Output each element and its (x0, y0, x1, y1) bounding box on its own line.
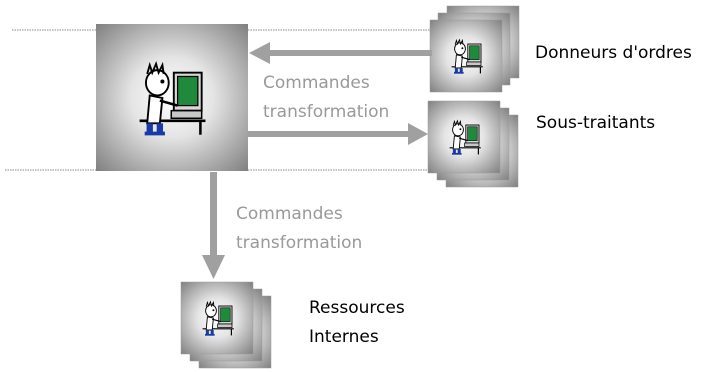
stack-card-front (427, 100, 501, 174)
ressources-label-line1: Ressources (309, 298, 405, 318)
divider-lines (5, 29, 432, 171)
stack-card-front (180, 281, 254, 355)
stack-card-front (429, 19, 503, 93)
command-label-top-line1: Commandes (263, 73, 370, 93)
ressources-label-line2: Internes (309, 327, 379, 347)
sous-traitants-node (427, 100, 519, 188)
main-node-box (96, 24, 248, 171)
donneurs-label: Donneurs d'ordres (535, 43, 692, 63)
arrow-to-ressources (202, 172, 225, 279)
command-label-bottom-line2: transformation (236, 233, 363, 253)
sous-traitants-label: Sous-traitants (536, 113, 656, 133)
donneurs-node (429, 5, 520, 93)
command-label-top-line2: transformation (263, 102, 390, 122)
arrow-from-donneurs (249, 42, 432, 64)
command-label-bottom-line1: Commandes (236, 204, 343, 224)
main-node (96, 24, 248, 171)
arrow-to-sous-traitants (248, 123, 428, 145)
ressources-node (180, 281, 272, 369)
